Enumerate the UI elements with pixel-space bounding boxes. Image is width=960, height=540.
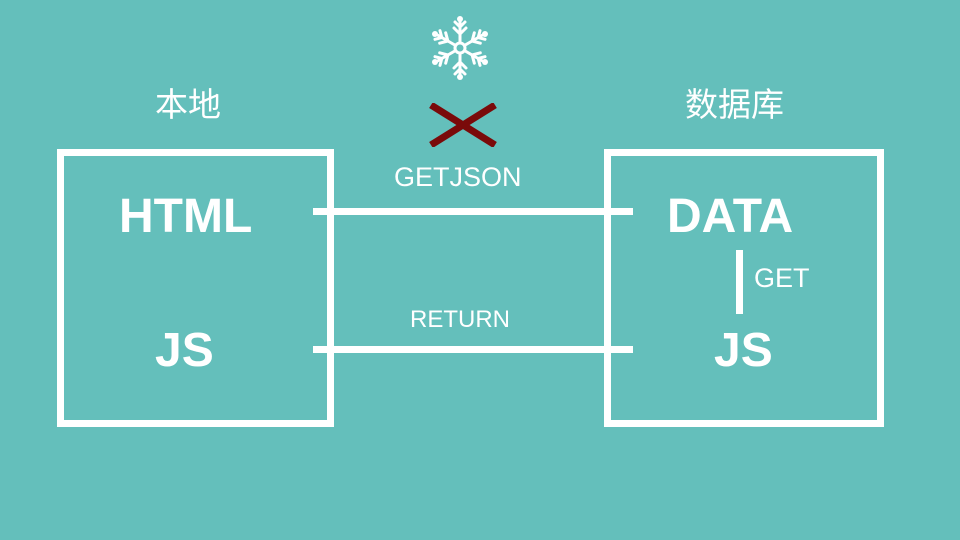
snowflake-icon [431, 16, 489, 80]
return-label: RETURN [410, 306, 510, 333]
database-data-label: DATA [667, 190, 794, 243]
local-title: 本地 [155, 85, 221, 124]
getjson-connector-line [313, 208, 633, 215]
local-js-label: JS [155, 324, 214, 377]
database-title: 数据库 [685, 85, 784, 124]
database-box [604, 149, 884, 427]
local-box [57, 149, 334, 427]
return-connector-line [313, 346, 633, 353]
local-html-label: HTML [119, 190, 253, 243]
database-js-label: JS [714, 324, 773, 377]
cross-icon [429, 103, 497, 147]
database-get-label: GET [754, 263, 810, 293]
get-connector-line [736, 250, 743, 314]
getjson-label: GETJSON [394, 162, 522, 192]
